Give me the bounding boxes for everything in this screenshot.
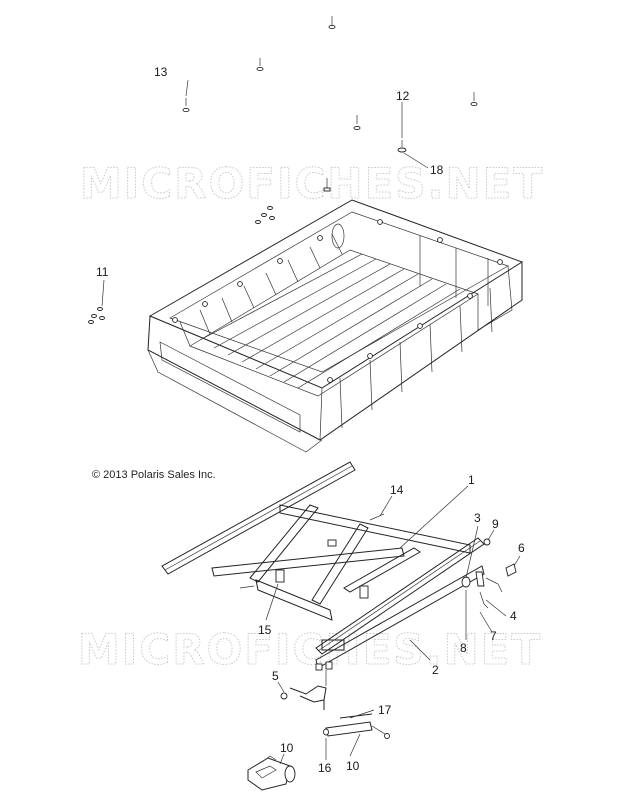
- callout-6: 6: [518, 541, 525, 555]
- callout-2: 2: [432, 663, 439, 677]
- screw-center: [353, 115, 361, 131]
- bed-frame-assembly: [161, 461, 517, 671]
- watermark-top: MICROFICHES.NET: [80, 159, 544, 208]
- screw-top-center: [328, 16, 336, 30]
- callout-10-lower: 10: [346, 759, 360, 773]
- leader-lines: [101, 79, 521, 765]
- callout-17: 17: [378, 703, 392, 717]
- callout-9: 9: [492, 517, 499, 531]
- callout-11: 11: [96, 265, 109, 279]
- callout-7: 7: [490, 629, 497, 643]
- hardware-top: [88, 16, 478, 324]
- callouts: 1 2 3 4 5 6 7 8 9 10 10 11 12 13 14 15 1…: [96, 65, 525, 775]
- screw-12: [397, 140, 407, 153]
- callout-5: 5: [272, 669, 279, 683]
- latch-lever-assembly: [280, 670, 327, 710]
- gas-spring: [323, 713, 390, 739]
- bolt-center: [323, 178, 331, 192]
- screw-13: [182, 98, 190, 113]
- bolts-11-cluster: [88, 307, 105, 324]
- callout-16: 16: [318, 761, 332, 775]
- callout-3: 3: [474, 511, 481, 525]
- copyright-text: © 2013 Polaris Sales Inc.: [92, 469, 216, 481]
- cargo-bed-box: [147, 199, 524, 453]
- callout-12: 12: [396, 89, 410, 103]
- callout-1: 1: [468, 473, 475, 487]
- callout-14: 14: [390, 483, 404, 497]
- callout-13: 13: [154, 65, 168, 79]
- linear-actuator: [247, 755, 296, 791]
- screw-right: [470, 92, 478, 107]
- bolts-bed-cluster: [255, 206, 275, 224]
- callout-18: 18: [430, 163, 444, 177]
- watermark-bottom: MICROFICHES.NET: [78, 625, 542, 674]
- screw-left: [256, 58, 264, 72]
- callout-15: 15: [258, 623, 272, 637]
- callout-10-upper: 10: [280, 741, 294, 755]
- callout-4: 4: [510, 609, 517, 623]
- callout-8: 8: [460, 641, 467, 655]
